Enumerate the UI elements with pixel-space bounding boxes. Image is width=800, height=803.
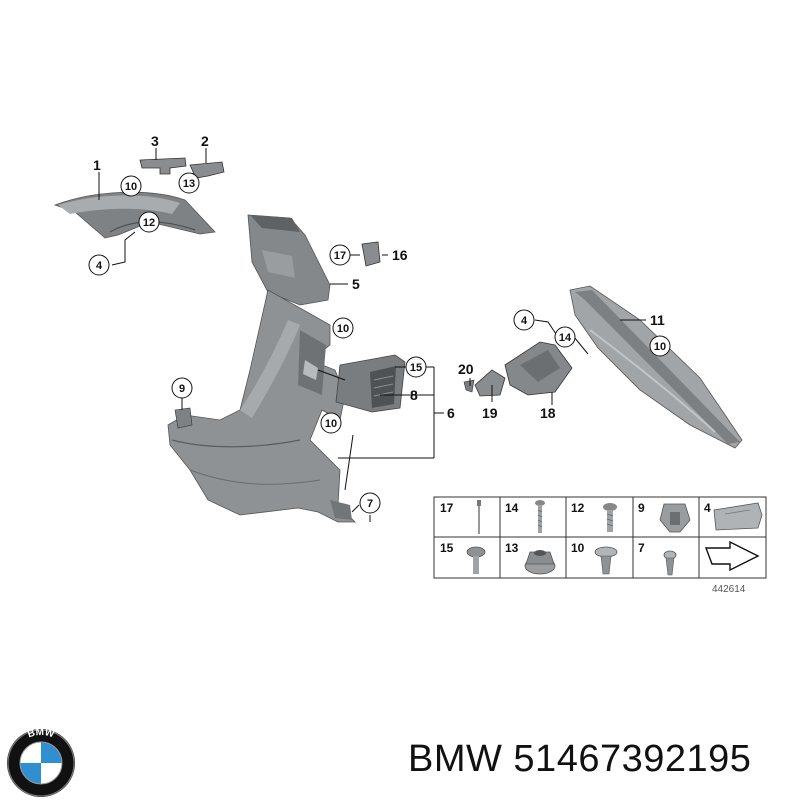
svg-text:15: 15 [410,362,422,374]
label-20: 20 [458,361,474,377]
label-6: 6 [447,405,455,421]
svg-text:4: 4 [96,260,103,272]
part-number-caption: BMW 51467392195 [408,738,752,780]
circled-label-10: 10 [332,317,354,339]
part-19-bracket [474,369,506,397]
figure-id: 442614 [712,584,746,595]
svg-text:17: 17 [334,250,346,262]
circled-label-17: 17 [329,244,351,266]
rivet-icon [477,500,481,534]
part-20-clip [463,379,475,393]
circled-label-10: 10 [320,412,342,434]
part-3-bracket [139,148,187,175]
svg-text:14: 14 [559,332,572,344]
legend-9: 9 [638,501,645,515]
svg-text:13: 13 [183,178,195,190]
legend-14: 14 [505,501,519,515]
label-18: 18 [540,405,556,421]
part-18-bracket [504,341,573,396]
circled-label-7: 7 [359,492,381,514]
circled-label-4: 4 [513,309,535,331]
circled-label-10: 10 [649,335,671,357]
svg-text:9: 9 [179,383,185,395]
legend-4: 4 [704,501,711,515]
hardware-legend: 17 14 12 9 4 15 13 10 7 [433,496,767,595]
svg-text:7: 7 [367,498,373,510]
part-16-clip [361,241,381,267]
label-16: 16 [392,247,408,263]
circled-label-4: 4 [88,254,110,276]
label-1: 1 [93,157,101,173]
screw-icon [603,503,617,532]
svg-text:12: 12 [143,217,155,229]
legend-10: 10 [571,541,585,555]
svg-text:10: 10 [337,323,349,335]
legend-13: 13 [505,541,519,555]
svg-text:10: 10 [654,341,666,353]
part-1-trim [53,191,216,239]
legend-15: 15 [440,541,454,555]
part-11-trim-strip [569,285,743,449]
leader-lines [98,172,646,522]
circled-label-15: 15 [405,356,427,378]
label-2: 2 [201,133,209,149]
circled-labels: 10 13 12 4 17 10 15 9 10 7 4 14 10 [88,172,671,514]
circled-label-10: 10 [120,175,142,197]
label-5: 5 [352,276,360,292]
legend-7: 7 [638,541,645,555]
legend-17: 17 [440,501,454,515]
push-clip-icon [594,546,618,575]
push-clip-icon [663,550,677,576]
circled-label-9: 9 [171,377,193,399]
nut-icon [524,550,556,575]
part-2-bracket [189,148,225,179]
bmw-logo: BMW [2,727,80,798]
logo-lettering: BMW [26,728,56,740]
label-11: 11 [650,312,665,328]
direction-arrow-icon [704,540,760,572]
svg-text:10: 10 [125,181,137,193]
plug-icon [713,502,763,531]
label-19: 19 [482,405,498,421]
label-3: 3 [151,133,159,149]
screw-icon [535,500,545,533]
circled-label-14: 14 [554,326,576,348]
part-9-clip [174,407,193,429]
clip-icon [659,503,691,533]
flange-screw-icon [466,546,486,574]
legend-12: 12 [571,501,585,515]
label-8: 8 [410,387,418,403]
part-5-pillar-upper [247,214,331,306]
plain-labels: 1 3 2 16 5 11 8 6 19 18 20 [93,133,665,421]
part-6-side-trim [167,289,356,523]
circled-label-12: 12 [138,211,160,233]
svg-text:10: 10 [325,418,337,430]
circled-label-13: 13 [178,172,200,194]
part-8-air-vent [335,354,406,413]
svg-text:4: 4 [521,315,528,327]
